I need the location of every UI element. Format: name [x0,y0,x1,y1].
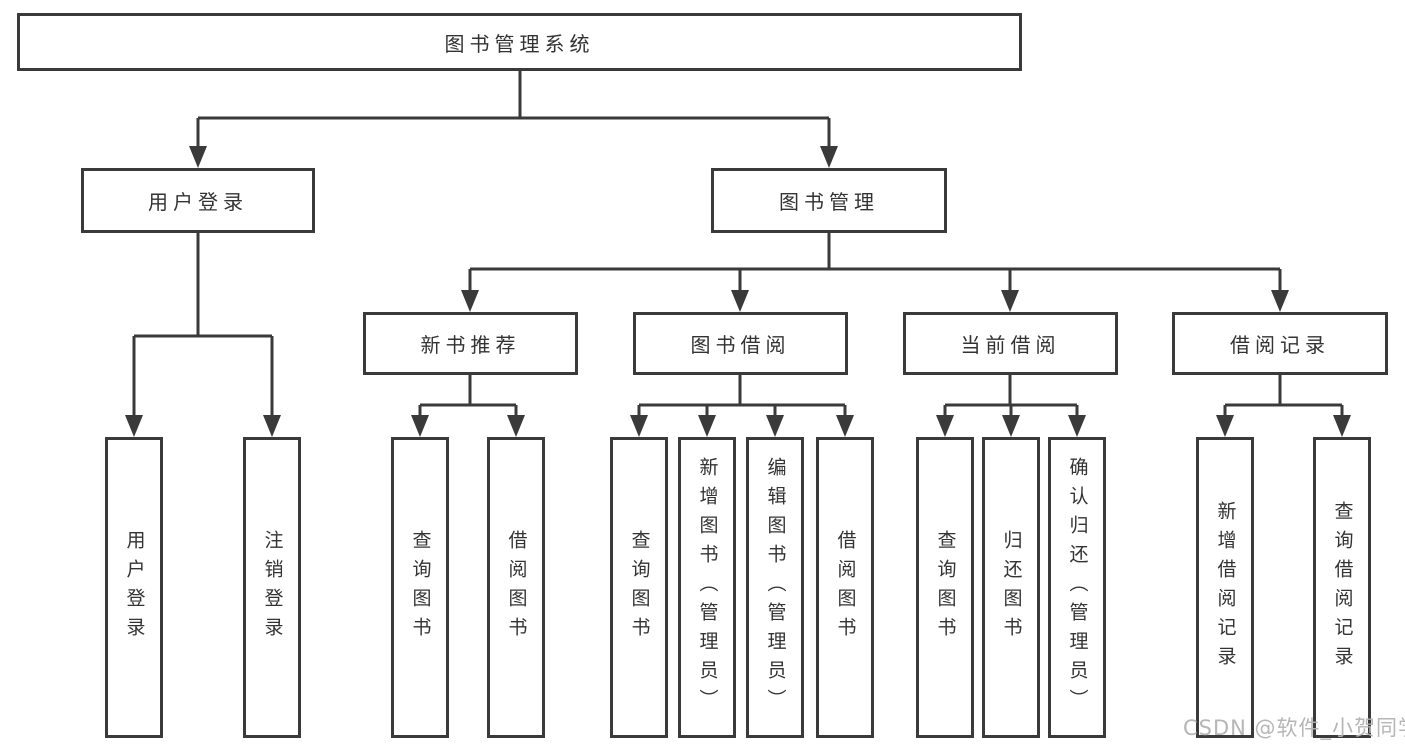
arrow-down-icon [1271,290,1289,312]
node-book-borrowing: 图书借阅 [633,312,848,375]
node-new-book-recommend: 新书推荐 [363,312,578,375]
node-borrowing-records: 借阅记录 [1172,312,1388,375]
leaf-logout: 注销登录 [243,437,301,738]
node-user-login: 用户登录 [81,168,315,233]
arrow-down-icon [698,415,716,437]
arrow-down-icon [630,415,648,437]
arrow-down-icon [731,290,749,312]
arrow-down-icon [1068,415,1086,437]
leaf-query-books-1: 查询图书 [391,437,449,738]
leaf-borrow-books-1: 借阅图书 [487,437,545,738]
node-current-borrowing: 当前借阅 [903,312,1118,375]
arrow-down-icon [1216,415,1234,437]
leaf-query-books-2: 查询图书 [610,437,668,738]
arrow-down-icon [936,415,954,437]
leaf-edit-books-admin: 编辑图书（管理员） [746,437,804,738]
leaf-user-login: 用户登录 [105,437,163,738]
leaf-return-books: 归还图书 [982,437,1040,738]
arrow-down-icon [836,415,854,437]
leaf-add-books-admin: 新增图书（管理员） [678,437,736,738]
arrow-down-icon [263,415,281,437]
arrow-down-icon [1001,290,1019,312]
arrow-down-icon [1333,415,1351,437]
node-root-library-system: 图书管理系统 [17,13,1022,71]
arrow-down-icon [461,290,479,312]
node-book-management: 图书管理 [711,168,947,233]
tree-edges [132,70,1344,420]
leaf-query-books-3: 查询图书 [916,437,974,738]
leaf-query-borrow-record: 查询借阅记录 [1313,437,1371,738]
leaf-confirm-return-admin: 确认归还（管理员） [1048,437,1106,738]
arrowheads [125,146,1351,437]
arrow-down-icon [411,415,429,437]
arrow-down-icon [820,146,838,168]
leaf-borrow-books-2: 借阅图书 [816,437,874,738]
arrow-down-icon [766,415,784,437]
arrow-down-icon [189,146,207,168]
arrow-down-icon [1002,415,1020,437]
arrow-down-icon [507,415,525,437]
arrow-down-icon [125,415,143,437]
leaf-add-borrow-record: 新增借阅记录 [1196,437,1254,738]
csdn-watermark: CSDN @软件_小贺同学 [1183,716,1405,740]
